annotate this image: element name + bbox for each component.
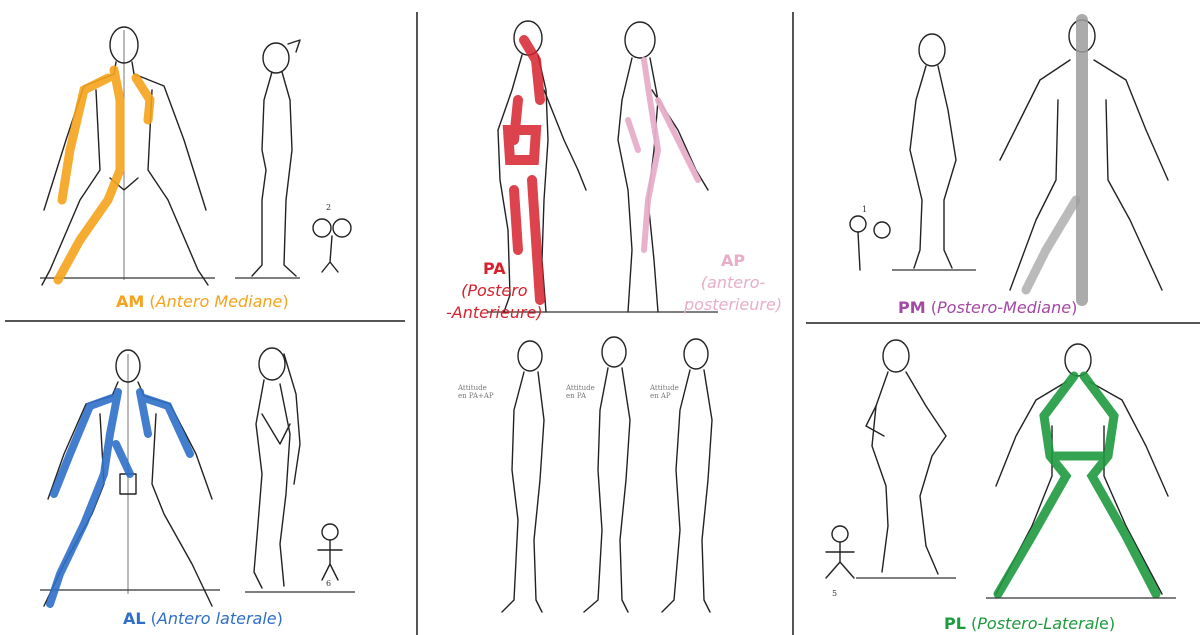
divider-vertical-right [792, 12, 794, 635]
al-label: AL (Antero laterale) [123, 609, 283, 628]
caption-1: Attitude en PA+AP [458, 384, 494, 400]
lower-figure-3 [662, 339, 712, 612]
caption-2-line2: en PA [566, 392, 595, 400]
panel-pa-ap: PA (Postero -Anterieure) AP (antero- pos… [418, 0, 790, 635]
pl-colored-line [998, 376, 1156, 594]
al-name: Antero laterale [157, 609, 277, 628]
am-abbr: AM [116, 292, 144, 311]
pm-label: PM (Postero-Mediane) [898, 298, 1077, 317]
al-paren-close: ) [277, 609, 283, 628]
ap-label: AP (antero- posterieure) [684, 250, 782, 316]
pl-illustration: 5 [796, 326, 1200, 635]
caption-3-line1: Attitude [650, 384, 679, 392]
pm-abbr: PM [898, 298, 926, 317]
pa-label: PA (Postero -Anterieure) [446, 258, 543, 324]
pl-abbr: PL [944, 614, 966, 633]
caption-2-line1: Attitude [566, 384, 595, 392]
am-label: AM (Antero Mediane) [116, 292, 289, 311]
pm-illustration: 1 [796, 0, 1200, 320]
al-abbr: AL [123, 609, 146, 628]
pa-abbr: PA [446, 258, 543, 280]
caption-1-line1: Attitude [458, 384, 494, 392]
pl-side-figure [866, 340, 946, 574]
divider-horizontal-left [5, 320, 405, 322]
divider-horizontal-right [806, 322, 1200, 324]
ap-name-line2: posterieure) [684, 294, 782, 316]
pl-name: Postero-Lateral [977, 614, 1099, 633]
al-side-figure [254, 348, 300, 588]
pm-schema-icon [850, 216, 890, 270]
am-paren-close: ) [282, 292, 288, 311]
pl-schema-mark: 5 [832, 589, 837, 598]
pl-paren-close: e) [1099, 614, 1115, 633]
am-name: Antero Mediane [156, 292, 283, 311]
pm-side-figure [910, 34, 956, 268]
panel-al: 6 AL (Antero laterale) [0, 324, 410, 635]
panel-pm: 1 PM (Postero-Mediane) [796, 0, 1200, 320]
al-colored-line [50, 392, 190, 604]
pa-name-line2: -Anterieure) [446, 302, 543, 324]
lower-figure-1 [502, 341, 544, 612]
am-colored-line [58, 70, 150, 280]
pm-schema-mark: 1 [862, 205, 867, 214]
am-side-figure [252, 40, 300, 276]
pm-paren-close: ) [1071, 298, 1077, 317]
am-schema-icon [313, 219, 351, 272]
panel-am: 2 AM (Antero Mediane) [0, 0, 410, 318]
caption-3: Attitude en AP [650, 384, 679, 400]
caption-3-line2: en AP [650, 392, 679, 400]
al-schema-icon [318, 524, 342, 580]
al-schema-mark: 6 [326, 579, 331, 588]
pm-name: Postero-Mediane [937, 298, 1071, 317]
lower-figure-2 [584, 337, 630, 612]
pa-name-line1: (Postero [446, 280, 543, 302]
al-illustration: 6 [0, 324, 410, 635]
ap-name-line1: (antero- [684, 272, 782, 294]
pl-label: PL (Postero-Laterale) [944, 614, 1115, 633]
ap-colored-line [628, 60, 698, 250]
am-illustration: 2 [0, 0, 410, 318]
ap-abbr: AP [684, 250, 782, 272]
caption-1-line2: en PA+AP [458, 392, 494, 400]
pl-schema-icon [826, 526, 854, 578]
caption-2: Attitude en PA [566, 384, 595, 400]
panel-pl: 5 PL (Postero-Laterale) [796, 326, 1200, 635]
am-schema-mark: 2 [326, 203, 331, 212]
